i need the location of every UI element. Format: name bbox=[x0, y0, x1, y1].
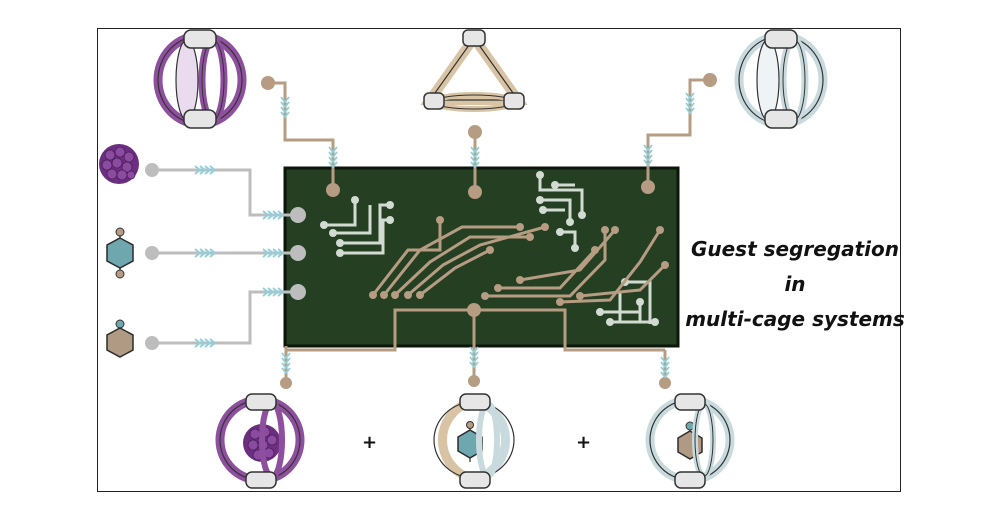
board-pads-tan bbox=[369, 216, 669, 306]
figure-caption: Guest segregation in multi-cage systems bbox=[680, 232, 910, 337]
circuit-board bbox=[283, 166, 680, 348]
cage-feed-pads bbox=[261, 73, 717, 389]
cage-tetrahedral-icon bbox=[420, 29, 528, 112]
cage-blue-icon bbox=[734, 29, 828, 129]
guest-hexagon-brown-icon bbox=[106, 319, 134, 358]
cage-mixed-with-teal-guest-icon bbox=[433, 393, 515, 489]
input-pads bbox=[145, 163, 306, 350]
caption-line-1: Guest segregation bbox=[690, 237, 900, 261]
cage-blue-with-brown-guest-icon bbox=[645, 393, 735, 489]
input-wires bbox=[152, 168, 298, 345]
board-traces-tan bbox=[371, 220, 667, 304]
input-arrows bbox=[194, 165, 284, 348]
guest-hexagon-teal-icon bbox=[106, 227, 134, 279]
guest-sphere-icon bbox=[99, 144, 139, 184]
cage-purple-icon bbox=[153, 29, 247, 129]
cage-purple-with-sphere-icon bbox=[215, 393, 305, 489]
plus-sign-2: + bbox=[576, 432, 592, 453]
caption-line-3: multi-cage systems bbox=[685, 307, 905, 331]
caption-line-2: in bbox=[784, 272, 806, 296]
plus-sign-1: + bbox=[362, 432, 378, 453]
